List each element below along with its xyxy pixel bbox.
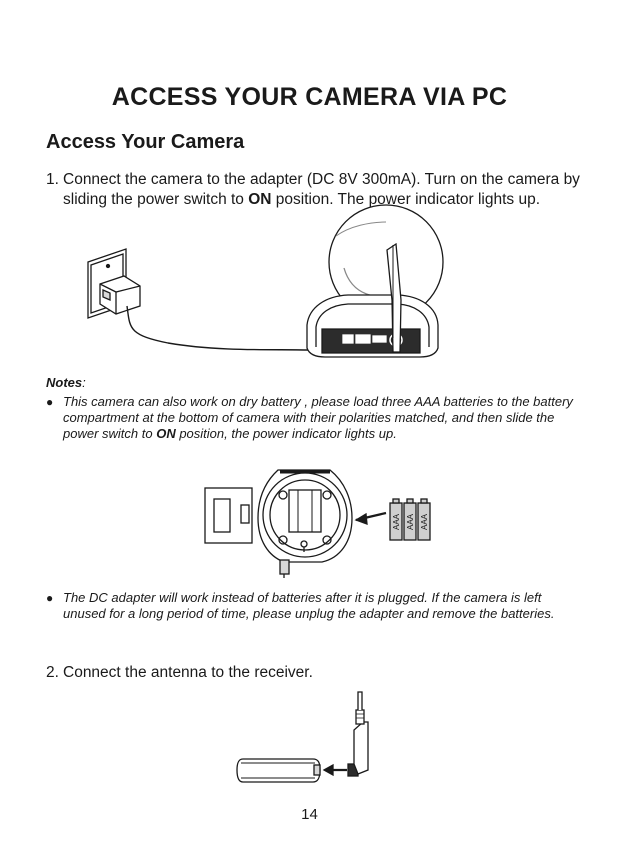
note-bullet-1: ● This camera can also work on dry batte… — [46, 394, 586, 442]
section-title: Access Your Camera — [46, 131, 245, 153]
page-number: 14 — [301, 806, 318, 823]
note-bullet-2-text: The DC adapter will work instead of batt… — [63, 590, 555, 621]
step-1-number: 1. — [46, 171, 59, 188]
step-2-text: Connect the antenna to the receiver. — [63, 664, 313, 681]
step-1-text: Connect the camera to the adapter (DC 8V… — [63, 171, 580, 208]
step-1-bold: ON — [248, 191, 272, 208]
battery-label-1: AAA — [392, 513, 401, 530]
note-bullet-1-text: This camera can also work on dry battery… — [63, 394, 573, 441]
battery-label-3: AAA — [420, 513, 429, 530]
note-bullet-2: ● The DC adapter will work instead of ba… — [46, 590, 586, 622]
step-1: 1. Connect the camera to the adapter (DC… — [46, 170, 591, 210]
step-2: 2. Connect the antenna to the receiver. — [46, 663, 591, 683]
note-bullet-1-bold: ON — [156, 426, 176, 441]
bullet-dot: ● — [46, 591, 54, 605]
battery-label-2: AAA — [406, 513, 415, 530]
page-title: ACCESS YOUR CAMERA VIA PC — [111, 83, 508, 111]
step-2-number: 2. — [46, 664, 59, 681]
notes-heading: Notes: — [46, 375, 86, 390]
bullet-dot: ● — [46, 395, 54, 409]
